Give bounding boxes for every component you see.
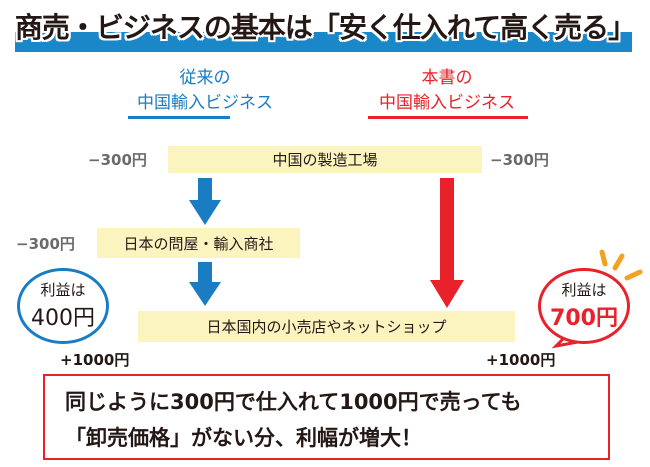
left-profit-value: 400円 — [31, 306, 95, 331]
book-line2: 中国輸入ビジネス — [379, 93, 515, 113]
blue-arrow-1 — [189, 178, 221, 225]
book-underline — [368, 116, 528, 119]
sparkle-icon — [599, 249, 643, 281]
wholesaler-cost: −300円 — [16, 235, 75, 253]
blue-arrow-2 — [189, 262, 221, 306]
right-profit-value: 700円 — [550, 306, 618, 331]
revenue-right: +1000円 — [486, 351, 556, 369]
summary-box: 同じように300円で仕入れて1000円で売っても 「卸売価格」がない分、利幅が増… — [43, 374, 610, 460]
right-profit-bubble: 利益は 700円 — [538, 268, 630, 344]
book-line1: 本書の — [421, 68, 473, 88]
factory-cost-right: −300円 — [490, 151, 549, 169]
revenue-left: +1000円 — [60, 351, 130, 369]
traditional-underline — [128, 116, 230, 119]
traditional-line2: 中国輸入ビジネス — [137, 93, 273, 113]
summary-line1: 同じように300円で仕入れて1000円で売っても — [65, 390, 522, 414]
right-profit-label: 利益は — [561, 281, 607, 299]
factory-box: 中国の製造工場 — [168, 146, 482, 173]
red-arrow — [430, 178, 464, 308]
retail-box: 日本国内の小売店やネットショップ — [138, 311, 515, 342]
factory-cost-left: −300円 — [88, 151, 147, 169]
traditional-heading: 従来の 中国輸入ビジネス — [105, 66, 305, 116]
traditional-line1: 従来の — [179, 68, 231, 88]
title-bar — [15, 32, 632, 52]
book-heading: 本書の 中国輸入ビジネス — [347, 66, 547, 116]
left-profit-label: 利益は — [40, 281, 86, 299]
page-title: 商売・ビジネスの基本は「安く仕入れて高く売る」 — [14, 11, 636, 44]
left-profit-bubble: 利益は 400円 — [17, 268, 109, 344]
summary-line2: 「卸売価格」がない分、利幅が増大！ — [65, 426, 422, 450]
wholesaler-box: 日本の問屋・輸入商社 — [97, 228, 300, 258]
